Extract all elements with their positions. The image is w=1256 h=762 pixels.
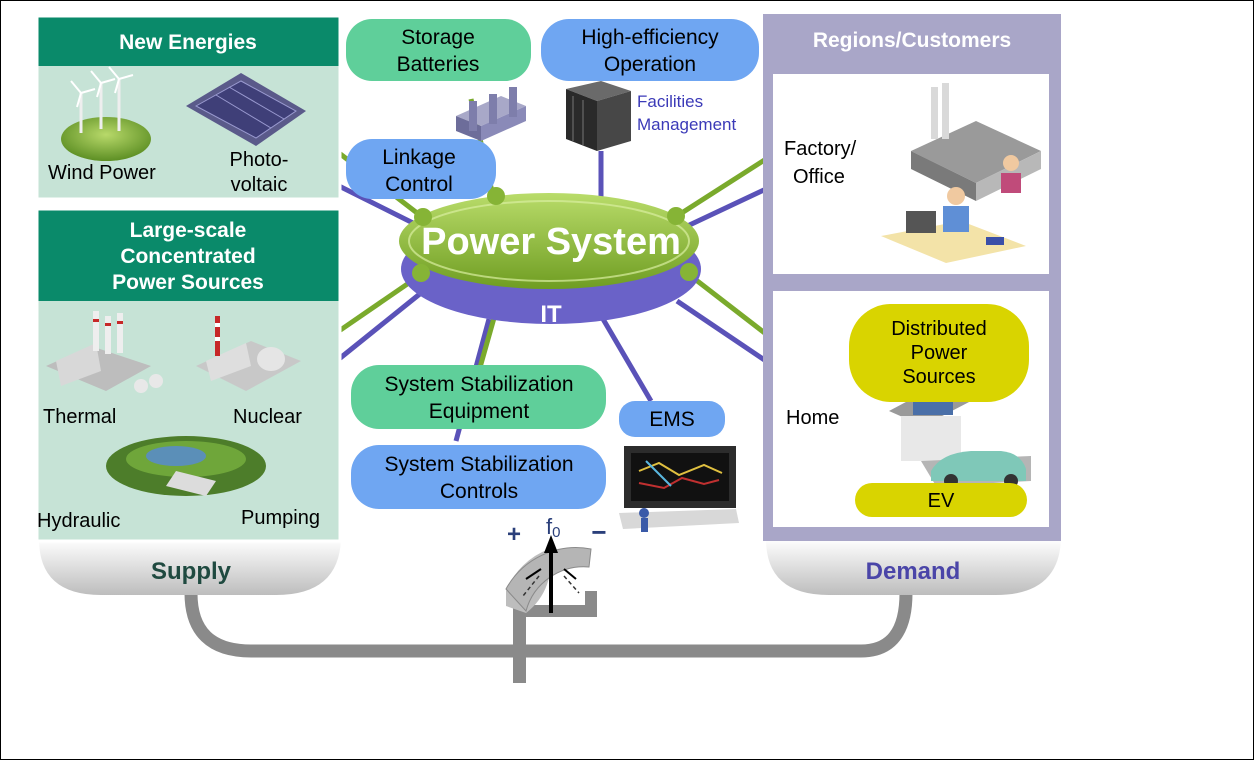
pv-label-1: Photo- bbox=[230, 149, 289, 171]
demand-bowl bbox=[766, 539, 1061, 595]
storage-label-1: Storage bbox=[401, 26, 475, 49]
large-scale-title-3: Power Sources bbox=[112, 271, 264, 294]
linkage-label-1: Linkage bbox=[382, 146, 456, 169]
stabilization-controls-pill bbox=[351, 445, 606, 509]
wind-power-label: Wind Power bbox=[48, 162, 156, 184]
large-scale-title-2: Concentrated bbox=[120, 245, 255, 268]
facilities-label-2: Management bbox=[637, 115, 737, 134]
supply-bowl bbox=[39, 539, 341, 595]
regions-title: Regions/Customers bbox=[813, 29, 1011, 52]
factory-label-2: Office bbox=[793, 166, 845, 188]
new-energies-header bbox=[37, 16, 340, 66]
power-system-title: Power System bbox=[421, 221, 681, 263]
minus-sign: − bbox=[591, 517, 606, 547]
storage-label-2: Batteries bbox=[397, 53, 480, 76]
stabilization-equipment-pill bbox=[351, 365, 606, 429]
thermal-plant-icon bbox=[46, 311, 163, 393]
ssc-label-1: System Stabilization bbox=[384, 453, 573, 476]
storage-batteries-pill bbox=[346, 19, 531, 81]
office-workers-icon bbox=[881, 155, 1026, 263]
server-rack-icon bbox=[566, 81, 631, 151]
home-label: Home bbox=[786, 407, 839, 429]
sse-label-1: System Stabilization bbox=[384, 373, 573, 396]
dps-label-1: Distributed bbox=[891, 318, 987, 340]
nuclear-label: Nuclear bbox=[233, 406, 302, 428]
network-lines bbox=[337, 98, 768, 442]
large-scale-header bbox=[37, 209, 340, 301]
power-system-ring bbox=[399, 193, 701, 324]
hydraulic-label: Hydraulic bbox=[37, 510, 120, 532]
ev-pill bbox=[855, 483, 1027, 517]
ems-label: EMS bbox=[649, 408, 695, 431]
f0-label: f0 bbox=[546, 514, 560, 541]
new-energies-title: New Energies bbox=[119, 31, 257, 54]
battery-icon bbox=[456, 87, 526, 141]
demand-label: Demand bbox=[866, 558, 961, 585]
ssc-label-2: Controls bbox=[440, 480, 518, 503]
solar-panel-icon bbox=[186, 73, 306, 146]
dps-label-3: Sources bbox=[902, 366, 975, 388]
control-room-icon bbox=[619, 446, 739, 532]
plus-sign: + bbox=[507, 521, 521, 548]
ev-label: EV bbox=[928, 490, 955, 512]
large-scale-title-1: Large-scale bbox=[130, 219, 247, 242]
nuclear-plant-icon bbox=[196, 316, 301, 391]
factory-label-1: Factory/ bbox=[784, 138, 857, 160]
it-label: IT bbox=[540, 301, 562, 328]
supply-label: Supply bbox=[151, 558, 232, 585]
high-efficiency-pill bbox=[541, 19, 759, 81]
hieff-label-1: High-efficiency bbox=[581, 26, 719, 49]
house-ev-icon bbox=[889, 386, 1031, 488]
hieff-label-2: Operation bbox=[604, 53, 696, 76]
hydraulic-dam-icon bbox=[106, 436, 266, 496]
sse-label-2: Equipment bbox=[429, 400, 530, 423]
facilities-label-1: Facilities bbox=[637, 92, 703, 111]
ring-nodes bbox=[412, 187, 698, 282]
distributed-power-pill bbox=[849, 304, 1029, 402]
pv-label-2: voltaic bbox=[231, 174, 288, 196]
pumping-label: Pumping bbox=[241, 507, 320, 529]
frequency-gauge bbox=[505, 535, 592, 613]
balance-pipe bbox=[184, 591, 913, 683]
dps-label-2: Power bbox=[911, 342, 968, 364]
wind-turbine-icon bbox=[61, 66, 151, 161]
thermal-label: Thermal bbox=[43, 406, 116, 428]
ems-pill bbox=[619, 401, 725, 437]
linkage-label-2: Control bbox=[385, 173, 453, 196]
linkage-control-pill bbox=[346, 139, 496, 199]
